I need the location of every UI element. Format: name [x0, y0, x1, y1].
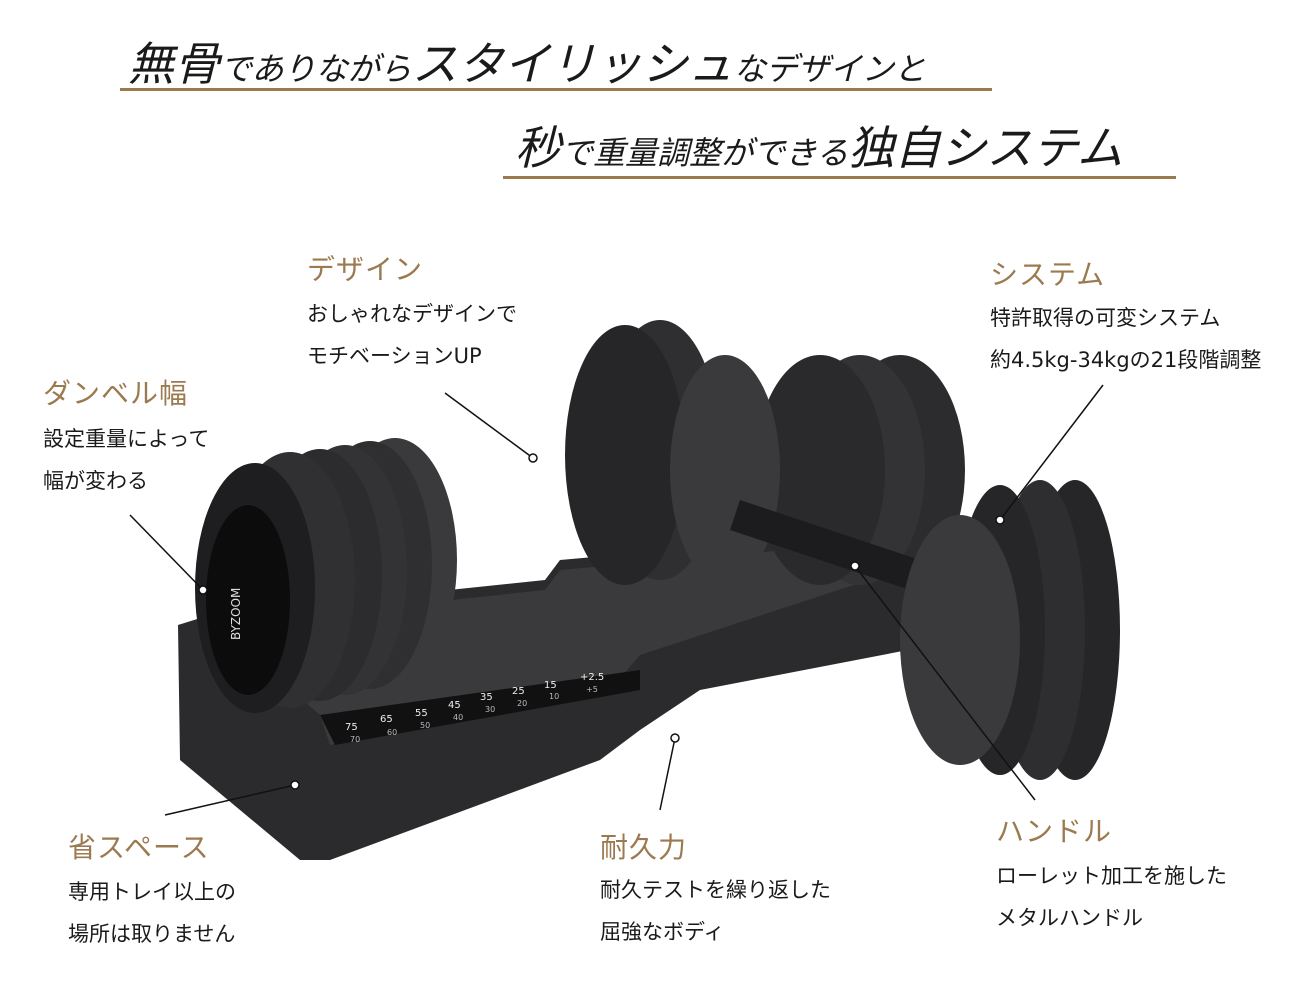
description-line: 幅が変わる [43, 469, 148, 493]
description-line: 特許取得の可変システム [990, 306, 1221, 330]
scale-mark: 45 [448, 700, 461, 711]
handle-leader-line [854, 565, 1036, 801]
width-label: ダンベル幅 [43, 377, 189, 410]
width-leader-dot [198, 585, 208, 595]
description-line: 設定重量によって [43, 427, 210, 451]
scale-mark: 75 [345, 722, 358, 733]
scale-mark: 30 [485, 705, 495, 714]
handle-leader-dot [850, 561, 860, 571]
design-leader-dot [528, 453, 538, 463]
scale-mark: 60 [387, 728, 397, 737]
space-label: 省スペース [68, 831, 210, 864]
headline-part: 独自システム [848, 121, 1123, 175]
design-label: デザイン [307, 253, 424, 286]
scale-mark: 15 [544, 680, 557, 691]
headline-line-2: 秒で重量調整ができる独自システム [515, 112, 1123, 178]
system-leader-dot [995, 515, 1005, 525]
headline-part: なデザインと [733, 50, 926, 88]
handle-label: ハンドル [996, 815, 1113, 848]
description-line: おしゃれなデザインで [307, 302, 517, 326]
durability-leader-dot [670, 733, 680, 743]
left-weight-stack: BYZOOM [195, 438, 457, 713]
headline-line-1: 無骨でありながらスタイリッシュなデザインと [128, 28, 926, 94]
description-line: 専用トレイ以上の [68, 880, 236, 904]
design-leader-line [444, 392, 534, 459]
space-leader-dot [290, 780, 300, 790]
headline-underline-1 [120, 88, 992, 91]
scale-mark: 20 [517, 699, 527, 708]
description-line: モチベーションUP [307, 344, 482, 368]
headline-part: 秒 [515, 121, 561, 175]
design-description: おしゃれなデザインで モチベーションUP [307, 293, 517, 377]
scale-mark: 10 [549, 692, 559, 701]
headline-part: でありながら [220, 50, 412, 88]
system-leader-line [999, 384, 1104, 521]
handle-description: ローレット加工を施した メタルハンドル [996, 855, 1227, 939]
description-line: 屈強なボディ [600, 920, 725, 944]
headline-part: で重量調整ができる [561, 134, 849, 172]
system-label: システム [990, 258, 1106, 291]
headline-underline-2 [503, 176, 1176, 179]
system-description: 特許取得の可変システム 約4.5kg-34kgの21段階調整 [990, 297, 1261, 381]
handle [730, 500, 950, 600]
scale-mark: 25 [512, 686, 525, 697]
durability-description: 耐久テストを繰り返した 屈強なボディ [600, 869, 831, 953]
durability-leader-line [659, 737, 676, 811]
scale-mark: 40 [453, 713, 463, 722]
description-line: ローレット加工を施した [996, 864, 1227, 888]
tray-top [215, 540, 930, 745]
tray-scale-strip [320, 670, 640, 745]
scale-mark: 70 [350, 735, 360, 744]
description-line: 約4.5kg-34kgの21段階調整 [990, 348, 1262, 372]
headline-part: 無骨 [128, 37, 220, 91]
scale-mark: 50 [420, 721, 430, 730]
scale-mark: 65 [380, 714, 393, 725]
space-leader-line [164, 784, 296, 816]
headline-part: スタイリッシュ [411, 37, 734, 91]
space-description: 専用トレイ以上の 場所は取りません [68, 871, 236, 955]
tray-scale: 75 65 55 45 35 25 15 +2.5 [345, 672, 604, 733]
scale-mark: 35 [480, 692, 493, 703]
tray-scale-kg: 70 60 50 40 30 20 10 +5 [350, 685, 598, 744]
description-line: 耐久テストを繰り返した [600, 878, 831, 902]
width-leader-line [129, 514, 204, 591]
right-dumbbell [565, 320, 1120, 780]
scale-mark: +5 [586, 685, 598, 694]
scale-mark: 55 [415, 708, 428, 719]
scale-mark: +2.5 [580, 672, 604, 683]
description-line: メタルハンドル [996, 906, 1143, 930]
logo: BYZOOM [229, 588, 243, 640]
durability-label: 耐久力 [600, 831, 688, 864]
width-description: 設定重量によって 幅が変わる [43, 418, 209, 502]
description-line: 場所は取りません [68, 922, 236, 946]
